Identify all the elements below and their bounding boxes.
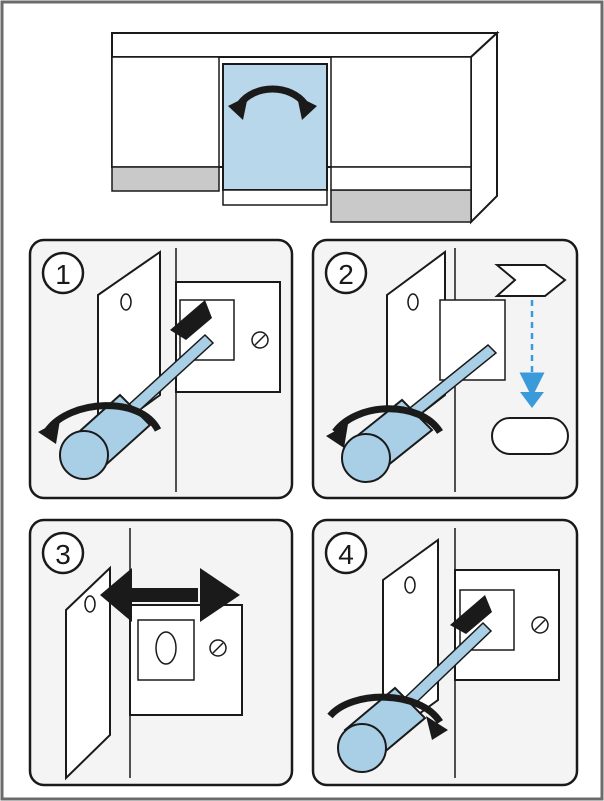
step-number: 1 xyxy=(55,259,71,290)
step-number: 4 xyxy=(338,539,354,570)
screwdriver-tighten-icon xyxy=(327,621,493,773)
screwdriver-loosen-icon xyxy=(38,333,215,480)
step-number: 3 xyxy=(55,539,71,570)
step-number-badge xyxy=(41,531,85,575)
slot-shape-icon xyxy=(491,417,569,455)
step-panel-1: 1 xyxy=(28,238,294,500)
kitchen-unit-illustration xyxy=(111,30,500,225)
hinge-slide-icon xyxy=(100,568,240,622)
step-panel-4: 4 xyxy=(311,518,579,787)
step-number-badge xyxy=(324,531,368,575)
step-number-badge xyxy=(41,251,85,295)
screw-shape-icon xyxy=(494,264,567,297)
screwdriver-remove-screw-icon xyxy=(326,343,498,483)
step-panel-2: 2 xyxy=(311,238,579,500)
step-panel-3: 3 xyxy=(28,518,294,787)
step-number-badge xyxy=(324,251,368,295)
dishwasher-door xyxy=(222,63,328,206)
dishwasher-door-rotate-icon xyxy=(228,85,317,120)
step-number: 2 xyxy=(338,259,354,290)
